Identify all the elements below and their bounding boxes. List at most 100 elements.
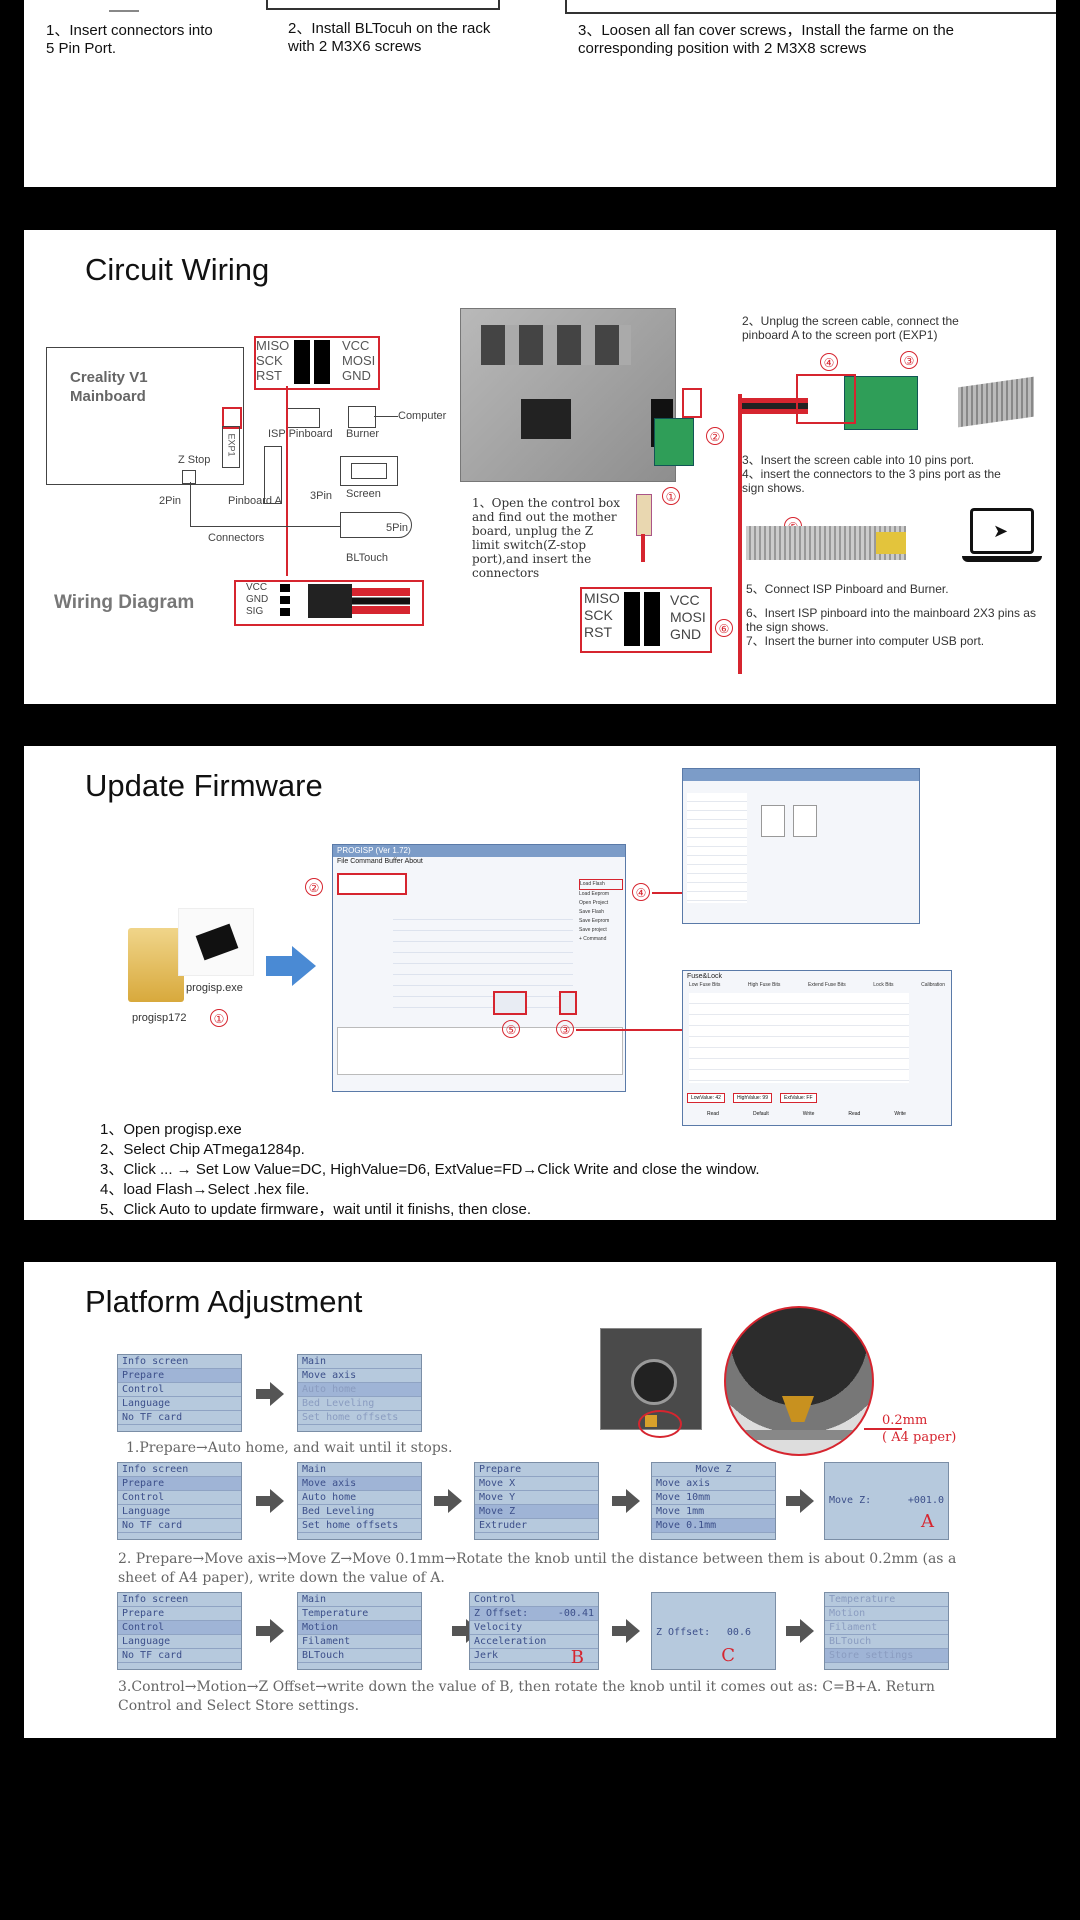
step-arrow [256, 1489, 286, 1513]
lcd-row: Language [118, 1505, 241, 1519]
sensor-connector [308, 584, 352, 618]
isp-pin-block-bottom [624, 592, 660, 646]
exe-label: progisp.exe [186, 982, 243, 994]
lcd-row-selected: Prepare [118, 1477, 241, 1491]
lcd-row: Bed Leveling [298, 1397, 421, 1411]
lcd-prepare-menu-2: Main Move axis Auto home Bed Leveling Se… [297, 1462, 422, 1540]
lock-write-button[interactable]: Write [894, 1111, 906, 1117]
callout-4-line [652, 892, 684, 894]
lcd-row-selected: Z Offset:-00.41 [470, 1607, 598, 1621]
pin-label: GND [246, 594, 269, 605]
folder-icon [128, 928, 184, 1002]
pin-label: RST [584, 624, 612, 640]
lcd-row: Prepare [118, 1607, 241, 1621]
fuse-title: Fuse&Lock [687, 973, 723, 980]
lcd-row: Velocity [470, 1621, 598, 1635]
screen-label: Screen [346, 488, 381, 500]
firmware-step: 5、Click Auto to update firmware，wait unt… [100, 1201, 532, 1218]
lock-read-button[interactable]: Read [848, 1111, 861, 1117]
lcd-store-menu: Temperature Motion Filament BLTouch Stor… [824, 1592, 949, 1670]
lcd-row: Set home offsets [298, 1519, 421, 1533]
fuse-write-button[interactable]: Write [802, 1111, 815, 1117]
firmware-step: 3、Click ... → Set Low Value=DC, HighValu… [100, 1161, 760, 1178]
value-letter-c: C [721, 1645, 735, 1666]
fuse-buttons: Read Default Write Read Write [707, 1111, 906, 1117]
ext-value-field[interactable]: ExtValue: FF [779, 1093, 817, 1103]
progisp-menubar: File Command Buffer About [337, 858, 423, 865]
log-area [337, 1027, 623, 1075]
wire-red [286, 386, 288, 576]
z-offset-value: -00.41 [557, 1608, 594, 1619]
pinboard-red-frame [796, 374, 856, 424]
fuse-header: High Fuse Bits [747, 982, 781, 988]
lcd-z-offset-value: Z Offset: 00.6 C [651, 1592, 776, 1670]
lcd-row: BLTouch [298, 1649, 421, 1663]
install-image-1-frame [109, 0, 139, 12]
nozzle-highlight-small [638, 1410, 682, 1438]
folder-label: progisp172 [132, 1012, 187, 1024]
side-button[interactable]: Save Flash [579, 909, 605, 915]
side-button[interactable]: Save Eeprom [579, 918, 610, 924]
pin-label: RST [256, 368, 282, 383]
step-arrow [612, 1619, 642, 1643]
value-letter-a: A [921, 1511, 934, 1532]
isp-pins-right-bottom: VCC MOSI GND [670, 592, 706, 643]
side-button[interactable]: Save project [579, 927, 607, 933]
pinboard-a-shape [264, 446, 282, 504]
lcd-row: Bed Leveling [298, 1505, 421, 1519]
side-button[interactable]: + Command [579, 936, 607, 942]
lcd-row: Control [118, 1383, 241, 1397]
step-arrow [256, 1382, 286, 1406]
fuse-read-button[interactable]: Read [707, 1111, 719, 1117]
low-value-field[interactable]: LowValue: 42 [687, 1093, 725, 1103]
laptop-icon: ➤ [962, 508, 1042, 578]
pin-label: MOSI [670, 609, 706, 625]
chip-select-box[interactable] [337, 873, 407, 895]
lcd-row: Prepare [475, 1463, 598, 1477]
options-area [393, 909, 573, 1009]
computer-label: Computer [398, 410, 447, 422]
high-value-field[interactable]: HighValue: 99 [732, 1093, 772, 1103]
zoom-pointer-line [864, 1428, 902, 1430]
isp-pinboard-label: ISP Pinboard [268, 428, 333, 440]
lcd-row-selected: Auto home [298, 1383, 421, 1397]
dialog-titlebar [683, 769, 919, 781]
zstop-shape [182, 470, 196, 484]
fuse-default-button[interactable]: Default [752, 1111, 769, 1117]
lcd-row-selected: Control [118, 1621, 241, 1635]
auto-button[interactable] [493, 991, 527, 1015]
lcd-row: Main [298, 1593, 421, 1607]
isp-pins-right: VCC MOSI GND [342, 338, 375, 383]
fuse-header: Low Fuse Bits [689, 982, 721, 988]
dialog-tree [687, 793, 747, 903]
screen-shape [340, 456, 398, 486]
board-pinboard-green [654, 418, 694, 466]
pin-label: VCC [246, 582, 268, 593]
lcd-prepare-menu: Main Move axis Auto home Bed Leveling Se… [297, 1354, 422, 1432]
pin-label: VCC [670, 592, 700, 608]
hex-file[interactable] [761, 805, 785, 837]
lcd-info-menu-2: Info screen Prepare Control Language No … [117, 1462, 242, 1540]
lcd-row: Move Y [475, 1491, 598, 1505]
mainboard-label: Creality V1 Mainboard [70, 369, 148, 405]
hex-file[interactable] [793, 805, 817, 837]
side-button[interactable]: Load Eeprom [579, 891, 610, 897]
isp-header-highlight [682, 388, 702, 418]
3pin-label: 3Pin [310, 490, 333, 502]
side-button[interactable]: Open Project [579, 900, 609, 906]
wiring-diagram-label: Wiring Diagram [54, 592, 195, 613]
lcd-info-menu-3: Info screen Prepare Control Language No … [117, 1592, 242, 1670]
isp-pins-left-bottom: MISO SCK RST [584, 590, 620, 641]
value-letter-b: B [570, 1647, 584, 1668]
z-offset-label-large: Z Offset: [656, 1627, 711, 1638]
lcd-row: Language [118, 1635, 241, 1649]
wiring-note-2: 2、Unplug the screen cable, connect the p… [742, 314, 959, 342]
lcd-row: Motion [825, 1607, 948, 1621]
callout-1: ① [662, 487, 680, 505]
platform-adjustment-panel: Platform Adjustment Info screen Prepare … [24, 1262, 1056, 1738]
lcd-title-row: Move Z [652, 1463, 775, 1477]
dots-button[interactable] [559, 991, 577, 1015]
step-arrow [786, 1619, 816, 1643]
install-panel: 1、Insert connectors into 5 Pin Port. 2、I… [24, 0, 1056, 187]
load-flash-button[interactable]: Load Flash [579, 879, 623, 890]
